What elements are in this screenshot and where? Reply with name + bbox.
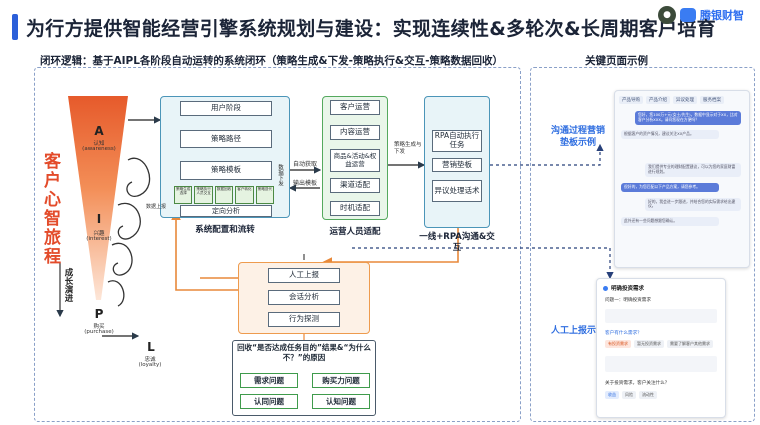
stage-a-letter: A <box>94 124 104 138</box>
stage-p-cn: 购买 <box>93 324 105 330</box>
demand-issue-box: 需求问题 <box>240 373 298 388</box>
objection-script-box: 异议处理话术 <box>432 180 482 202</box>
growth-label: 成长演进 <box>63 268 73 302</box>
phone1-msg-6: 此外还有一些问题想跟您确认。 <box>621 217 719 227</box>
option-risk[interactable]: 风险 <box>622 391 636 399</box>
auto-get-label: 自动获取 <box>293 161 318 168</box>
marketing-board-screenshot: 产品导购 产品介绍 异议处理 服务档案 您好，您100万+元(女士/先生)，数据… <box>614 90 750 268</box>
channel-fit-box: 渠道适配 <box>330 178 380 193</box>
stage-l-letter: L <box>147 340 155 354</box>
option-liquidity[interactable]: 流动性 <box>639 391 657 399</box>
stage-p-en: (purchase) <box>84 329 114 335</box>
purchasing-power-issue-box: 购买力问题 <box>312 373 370 388</box>
phone1-msg-4: 很好的，为您匹配以下产品方案，请您参考。 <box>621 182 719 192</box>
option-other-need[interactable]: 需要了解客户其他需求 <box>667 340 713 348</box>
mini-step-2: 策略执行人员交互 <box>194 186 213 204</box>
phone1-tab-1[interactable]: 产品导购 <box>619 96 643 104</box>
system-config-caption: 系统配置和流转 <box>195 225 255 235</box>
mini-step-1: 策略生成选择 <box>174 186 193 204</box>
mini-step-4: 客户转化 <box>235 186 254 204</box>
mini-step-3: 数据回收 <box>214 186 234 204</box>
stage-l-en: (loyalty) <box>138 362 162 368</box>
phone1-msg-2: 根据客户的资产情况，建议关注XX产品。 <box>621 129 719 139</box>
title-accent-bar <box>12 14 18 40</box>
phone1-tabs: 产品导购 产品介绍 异议处理 服务档案 <box>615 91 749 107</box>
ops-caption: 运营人员适配 <box>329 227 381 237</box>
session-analysis-box: 会话分析 <box>268 290 340 305</box>
user-stage-box: 用户阶段 <box>180 101 272 116</box>
phone2-subtitle: 问题一：明确投资需求 <box>605 298 651 303</box>
strategy-gen-label: 策略生成与下发 <box>394 142 422 155</box>
customer-ops-box: 客户运营 <box>330 100 380 115</box>
system-loop-area <box>34 67 521 422</box>
stage-i-en: (interest) <box>86 236 112 242</box>
data-report-label: 数据上报 <box>146 204 167 210</box>
cognition-issue-box: 认知问题 <box>312 394 370 409</box>
phone1-msg-5: 好的，我会进一步跟进，并结合您的实际需求给出建议。 <box>645 197 741 212</box>
push-template-label: 输出模板 <box>293 180 318 187</box>
behavior-detection-box: 行为探测 <box>268 312 340 327</box>
brand-icon <box>680 8 696 22</box>
brand-name: 腾银财智 <box>700 9 744 22</box>
strategy-path-box: 策略路径 <box>180 130 272 148</box>
journey-label: 客户心智旅程 <box>40 152 60 266</box>
option-return[interactable]: 收益 <box>605 391 619 399</box>
phone2-header: 明确投资需求 <box>597 279 725 294</box>
phone1-msg-1: 您好，您100万+元(女士/先生)，数据中显示对于XX，比对客户分析XXX。请问… <box>635 111 741 125</box>
phone1-tab-2[interactable]: 产品介绍 <box>646 96 670 104</box>
link-to-example-1 <box>490 143 604 166</box>
feedback-to-config-line <box>171 210 238 291</box>
example-marketing-board-label: 沟通过程营销垫板示例 <box>550 126 605 149</box>
key-pages-title: 关键页面示例 <box>585 55 648 67</box>
product-activity-ops-box: 商品&活动&权益运营 <box>330 149 380 172</box>
stage-l-cn: 忠诚 <box>144 357 156 363</box>
loop-logic-subtitle: 闭环逻辑：基于AIPL各阶段自动运转的系统闭环（策略生成&下发-策略执行&交互-… <box>40 55 503 67</box>
phone2-description <box>605 309 717 323</box>
result-reason-title: 回收“是否达成任务目的”结果&“为什么不？”的原因 <box>237 343 371 362</box>
rpa-task-box: RPA自动执行任务 <box>432 130 482 152</box>
key-pages-area <box>530 67 755 422</box>
aipl-funnel <box>68 96 128 300</box>
stage-i-cn: 兴趣 <box>93 231 105 237</box>
stage-a-cn: 认知 <box>93 141 105 147</box>
phone1-msg-3: 我们提供专业的理财配置建议，可以为您的家庭财富进行规划。 <box>645 162 741 177</box>
page-title: 为行方提供智能经营引擎系统规划与建设：实现连续性&多轮次&长周期客户培育 <box>26 18 716 40</box>
example-manual-report-label: 人工上报示例 <box>550 326 605 336</box>
rpa-caption: 一线+RPA沟通&交互 <box>419 232 495 254</box>
brand-logo: ● 腾银财智 <box>658 4 758 26</box>
phone2-options-2: 收益 风险 流动性 <box>597 388 725 402</box>
targeted-analysis-box: 定向分析 <box>180 205 272 217</box>
manual-report-box: 人工上报 <box>268 268 340 283</box>
phone1-tab-3[interactable]: 异议处理 <box>673 96 697 104</box>
option-no-need[interactable]: 暂无投资需求 <box>634 340 664 348</box>
phone2-notes <box>605 356 717 372</box>
mini-step-5: 策略迭代 <box>255 186 275 204</box>
option-has-need[interactable]: 有投资需求 <box>605 340 631 348</box>
content-ops-box: 内容运营 <box>330 125 380 140</box>
stage-p-letter: P <box>94 307 104 321</box>
phone2-question-1: 客户有什么需求？ <box>605 331 642 336</box>
strategy-template-box: 策略模板 <box>180 161 272 180</box>
marketing-board-box: 营销垫板 <box>432 158 482 172</box>
phone2-question-2: 关于投资需求，客户关注什么？ <box>605 381 670 386</box>
feedback-rpa-line <box>322 228 459 267</box>
spiral-arrows <box>107 157 151 307</box>
timing-fit-box: 时机适配 <box>330 201 380 216</box>
phone1-tab-4[interactable]: 服务档案 <box>700 96 724 104</box>
phone2-options-1: 有投资需求 暂无投资需求 需要了解客户其他需求 <box>597 338 725 350</box>
manual-report-screenshot: 明确投资需求 问题一：明确投资需求 客户有什么需求？ 有投资需求 暂无投资需求 … <box>596 278 726 418</box>
stage-i-letter: I <box>96 212 102 226</box>
recognition-issue-box: 认同问题 <box>240 394 298 409</box>
data-dispatch-label: 数据下发 <box>277 164 283 186</box>
stage-a-en: (awareness) <box>82 146 116 152</box>
partner-logo-icon: ● <box>658 6 676 24</box>
phone2-dot-icon <box>603 285 608 291</box>
phone2-title: 明确投资需求 <box>611 286 645 292</box>
link-to-example-2 <box>352 247 614 280</box>
mini-steps-row: 策略生成选择 策略执行人员交互 数据回收 客户转化 策略迭代 <box>174 186 275 204</box>
